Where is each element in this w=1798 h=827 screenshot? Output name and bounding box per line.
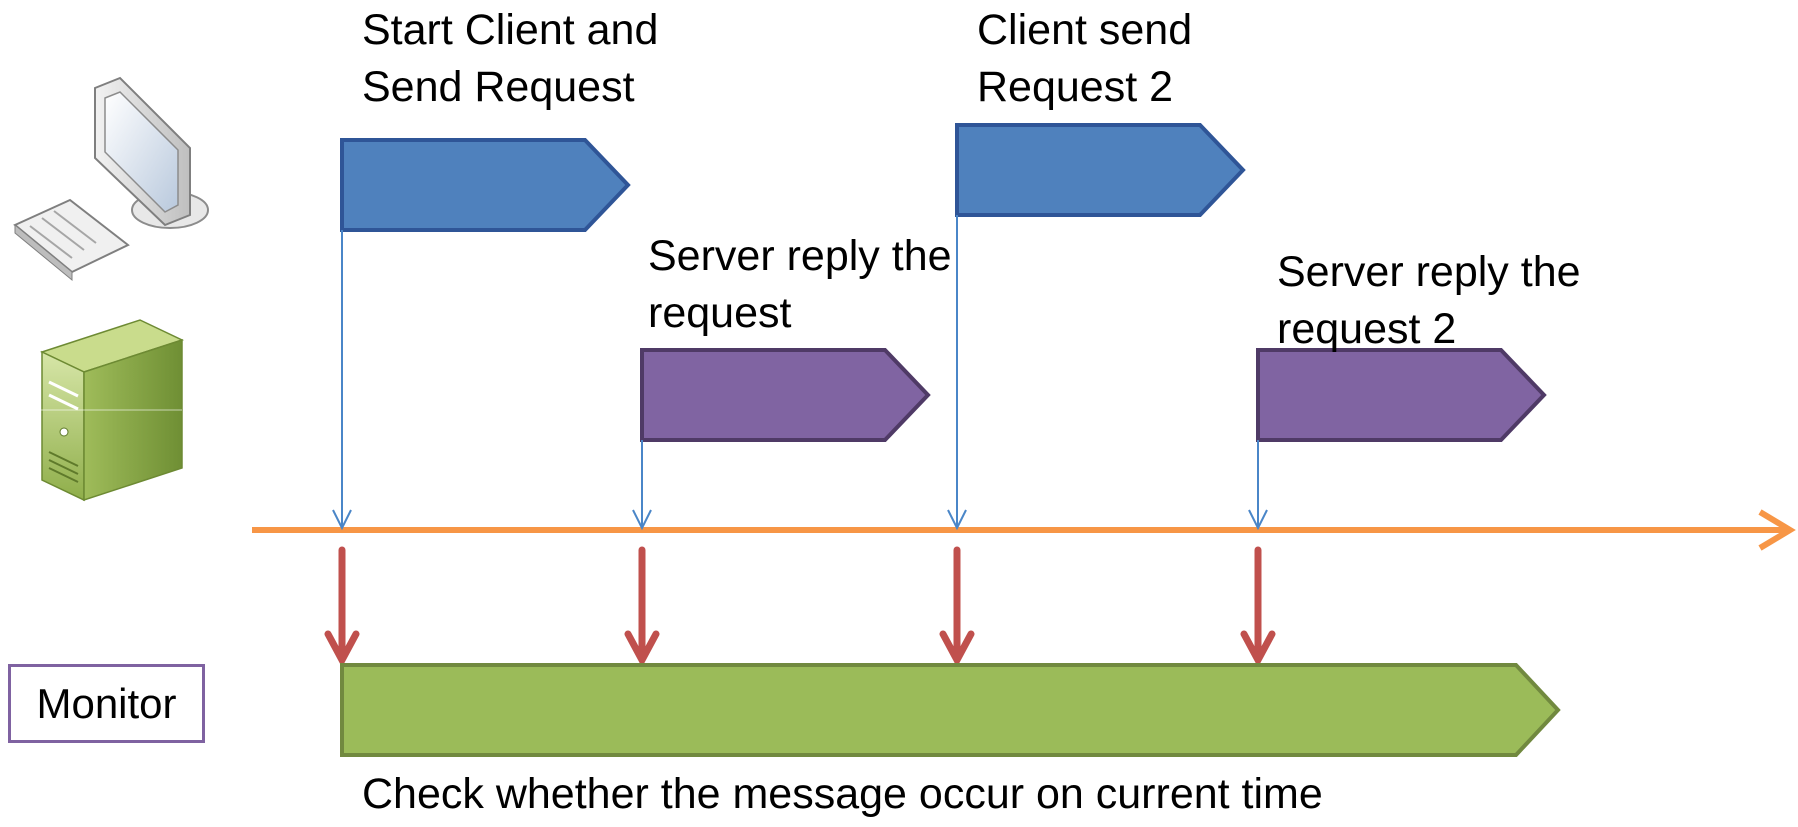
- server-icon: [0, 319, 185, 502]
- event-label-line: Request 2: [977, 63, 1174, 111]
- event-label-line: request: [648, 289, 792, 337]
- event-label-line: Send Request: [362, 63, 635, 111]
- event-label-line: Server reply the: [648, 232, 952, 280]
- check-arrow-1: [324, 546, 360, 668]
- monitor-label-box: Monitor: [8, 664, 205, 743]
- server-reply-1-flag: [640, 348, 931, 442]
- event-label-line: Client send: [977, 6, 1193, 54]
- connector-server-reply-2: [1248, 440, 1268, 531]
- timeline-arrow: [252, 509, 1796, 551]
- check-arrows: [324, 546, 1276, 668]
- event-label-line: Server reply the: [1277, 248, 1581, 296]
- computer-icon: [13, 76, 209, 282]
- event-label-client-request-1: Start Client and Send Request: [362, 2, 658, 116]
- event-label-line: Start Client and: [362, 6, 659, 54]
- event-label-line: request 2: [1277, 305, 1457, 353]
- check-arrow-4: [1240, 546, 1276, 668]
- connector-client-request-2: [947, 215, 967, 531]
- monitor-label: Monitor: [36, 679, 177, 727]
- check-arrow-2: [624, 546, 660, 668]
- server-reply-2-flag: [1256, 348, 1547, 442]
- monitor-bar: [340, 663, 1561, 757]
- event-label-server-reply-2: Server reply the request 2: [1277, 244, 1581, 358]
- event-connectors: [332, 215, 1268, 531]
- event-label-server-reply-1: Server reply the request: [648, 228, 952, 342]
- client-request-1-flag: [340, 138, 631, 232]
- event-label-client-request-2: Client send Request 2: [977, 2, 1192, 116]
- check-arrow-3: [939, 546, 975, 668]
- client-request-2-flag: [955, 123, 1246, 217]
- connector-client-request-1: [332, 230, 352, 531]
- monitor-description: Check whether the message occur on curre…: [362, 766, 1323, 823]
- monitor-description-text: Check whether the message occur on curre…: [362, 770, 1323, 818]
- connector-server-reply-1: [632, 440, 652, 531]
